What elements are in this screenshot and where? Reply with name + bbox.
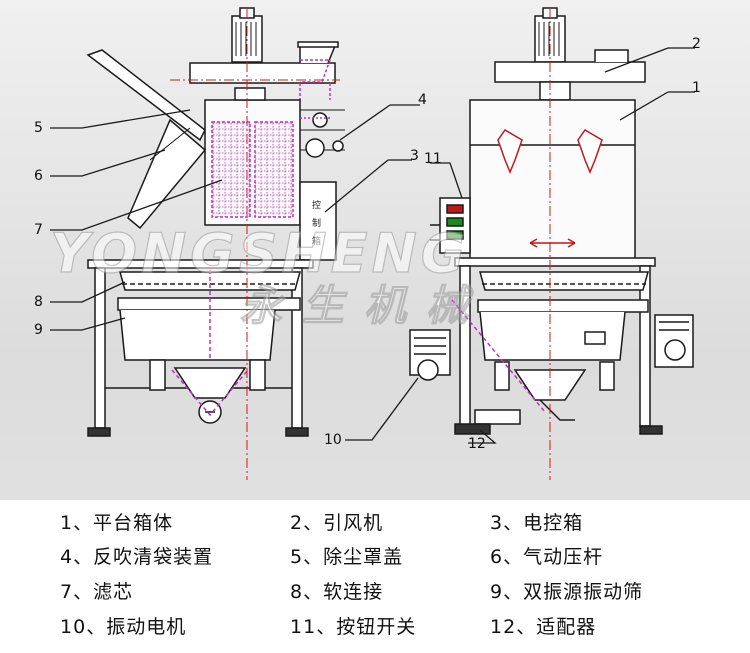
- legend-label: 软连接: [323, 581, 384, 603]
- left-flow-line: [171, 270, 249, 417]
- legend-label: 适配器: [536, 616, 597, 638]
- legend-separator: 、: [73, 512, 94, 534]
- callout-numbers: 1 2 3 4 5 6 7 8 9 10 11 12: [34, 36, 701, 452]
- svg-text:箱: 箱: [312, 235, 321, 247]
- legend-label: 滤芯: [93, 581, 134, 603]
- watermark-chinese: 永生机械: [240, 281, 488, 330]
- legend-separator: 、: [73, 581, 94, 603]
- legend-label: 除尘罩盖: [323, 546, 404, 568]
- callout-8: 8: [34, 294, 43, 310]
- right-view: [409, 7, 694, 480]
- callout-4: 4: [418, 92, 427, 108]
- legend-item: 9、双振源振动筛: [490, 577, 643, 604]
- legend-number: 12: [490, 616, 517, 638]
- left-filter-cartridges: [211, 121, 294, 218]
- legend-item: 12、适配器: [490, 612, 596, 639]
- legend-item: 5、除尘罩盖: [290, 542, 403, 569]
- watermark-latin: YONGSHENG: [50, 222, 469, 285]
- callout-7: 7: [34, 222, 43, 238]
- legend-item: 6、气动压杆: [490, 542, 603, 569]
- callout-10: 10: [324, 432, 342, 448]
- callout-3: 3: [410, 148, 419, 164]
- callout-leaders: [50, 47, 695, 444]
- legend-number: 7: [60, 581, 74, 603]
- legend-number: 8: [290, 581, 304, 603]
- vibration-motor-left: [409, 329, 451, 381]
- right-flow-line: [451, 299, 546, 413]
- callout-12: 12: [468, 436, 486, 452]
- legend-item: 1、平台箱体: [60, 508, 173, 535]
- legend-number: 9: [490, 581, 504, 603]
- legend-label: 振动电机: [106, 616, 187, 638]
- left-fan-housing: [189, 41, 339, 100]
- right-nozzles: [497, 129, 603, 174]
- legend-item: 3、电控箱: [490, 508, 583, 535]
- svg-text:制: 制: [312, 217, 321, 229]
- legend-number: 3: [490, 512, 504, 534]
- watermark: YONGSHENG 永生机械: [49, 221, 488, 330]
- legend-separator: 、: [303, 546, 324, 568]
- legend-separator: 、: [86, 616, 107, 638]
- legend-item: 10、振动电机: [60, 612, 186, 639]
- legend-item: 2、引风机: [290, 508, 383, 535]
- legend-number: 6: [490, 546, 504, 568]
- left-centerline: [170, 8, 340, 480]
- legend-label: 反吹清袋装置: [93, 546, 214, 568]
- adapter: [454, 423, 491, 435]
- legend-separator: 、: [503, 512, 524, 534]
- legend-number: 2: [290, 512, 304, 534]
- callout-6: 6: [34, 168, 43, 184]
- left-dust-cover: [86, 49, 207, 230]
- legend-separator: 、: [73, 546, 94, 568]
- legend-label: 电控箱: [523, 512, 584, 534]
- legend-number: 10: [60, 616, 87, 638]
- callout-9: 9: [34, 322, 43, 338]
- legend-number: 11: [290, 616, 317, 638]
- legend-number: 5: [290, 546, 304, 568]
- legend-label: 气动压杆: [523, 546, 604, 568]
- legend-number: 1: [60, 512, 74, 534]
- left-view: 控 制 箱: [86, 7, 345, 480]
- control-box-text: 控: [312, 199, 321, 211]
- legend-separator: 、: [516, 616, 537, 638]
- right-arrow: [529, 238, 576, 248]
- right-box-body: [469, 99, 636, 261]
- legend-label: 双振源振动筛: [523, 581, 644, 603]
- legend-label: 平台箱体: [93, 512, 174, 534]
- left-sieve: [117, 271, 301, 424]
- legend-number: 4: [60, 546, 74, 568]
- legend-separator: 、: [503, 581, 524, 603]
- callout-1: 1: [692, 80, 701, 96]
- legend-separator: 、: [316, 616, 337, 638]
- legend-label: 按钮开关: [336, 616, 417, 638]
- machine-drawing: 控 制 箱: [34, 7, 701, 480]
- callout-11: 11: [424, 151, 442, 167]
- legend-item: 7、滤芯: [60, 577, 133, 604]
- right-sieve: [474, 271, 649, 425]
- legend-item: 11、按钮开关: [290, 612, 416, 639]
- left-control-box: 控 制 箱: [299, 181, 337, 261]
- callout-5: 5: [34, 120, 43, 136]
- callout-2: 2: [692, 36, 701, 52]
- legend-separator: 、: [303, 512, 324, 534]
- vibration-motor-right: [654, 314, 694, 368]
- left-pulse-jet: [300, 109, 345, 158]
- legend-item: 4、反吹清袋装置: [60, 542, 213, 569]
- legend-separator: 、: [303, 581, 324, 603]
- legend-label: 引风机: [323, 512, 384, 534]
- legend-item: 8、软连接: [290, 577, 383, 604]
- legend-separator: 、: [503, 546, 524, 568]
- right-control-panel: [430, 197, 471, 254]
- right-fan-housing: [494, 49, 646, 101]
